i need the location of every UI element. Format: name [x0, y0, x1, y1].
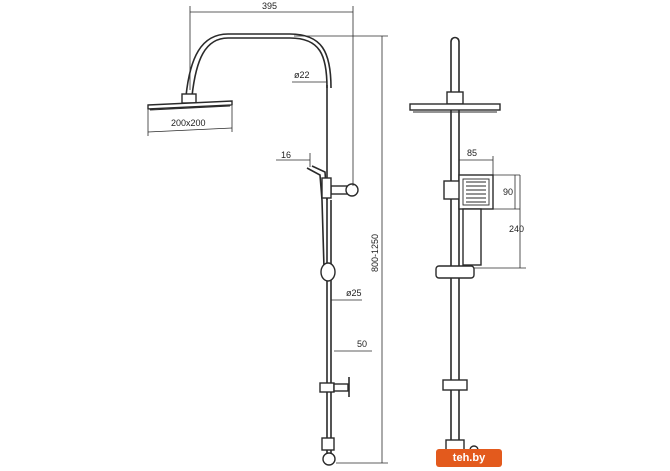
front-head-connector — [446, 91, 464, 105]
shower-arm — [191, 37, 328, 97]
wall-mount — [333, 383, 349, 392]
hand-shower-height-label: 90 — [503, 187, 513, 197]
side-view: 395 200x200 ø22 16 ø25 50 800-1250 — [147, 1, 388, 466]
watermark-badge: teh.by — [436, 449, 502, 467]
rain-head — [147, 100, 233, 110]
hose-angle-label: 16 — [281, 150, 291, 160]
front-hand-shower-handle — [462, 208, 482, 266]
front-hand-shower-head — [458, 174, 494, 210]
head-dimension-line — [147, 127, 233, 133]
hand-shower — [306, 167, 325, 269]
depth-label: 85 — [467, 148, 477, 158]
height-label: 800-1250 — [370, 234, 380, 272]
bottom-fitting — [322, 452, 336, 466]
front-lower-bracket — [442, 379, 468, 391]
hand-shower-holder — [321, 177, 332, 199]
front-nozzle-grid — [466, 181, 486, 203]
lower-diameter-label: ø25 — [346, 288, 362, 298]
slider-distance-label: 240 — [509, 224, 524, 234]
width-label: 395 — [262, 1, 277, 11]
front-rain-head — [409, 103, 501, 111]
upper-diameter-label: ø22 — [294, 70, 310, 80]
diverter-knob — [345, 183, 359, 197]
front-pipe-top — [450, 36, 460, 43]
head-connector — [181, 93, 197, 104]
lower-bracket — [319, 382, 335, 393]
rain-head-nozzles — [149, 105, 231, 111]
front-slider — [435, 265, 475, 279]
front-hand-shower-face — [462, 178, 490, 206]
bottom-connector — [321, 437, 335, 451]
holder-offset-label: 50 — [357, 339, 367, 349]
shower-arm-outer — [185, 33, 332, 97]
front-view: 85 90 240 — [409, 36, 526, 464]
slider — [320, 262, 336, 282]
head-size-label: 200x200 — [171, 118, 206, 128]
